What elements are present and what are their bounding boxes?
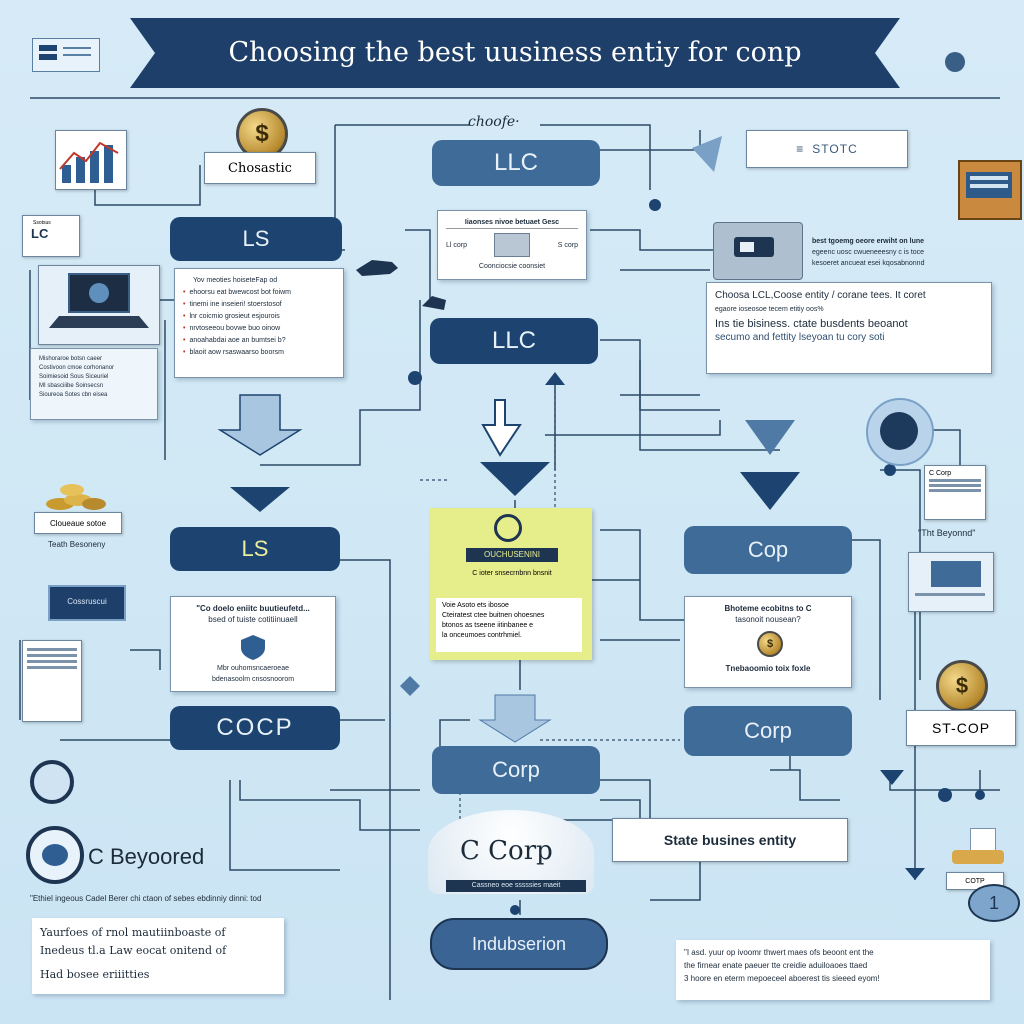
- yellow-highlight-card: OUCHUSENINI C ioter snsecrnbnn bnsnit Vo…: [430, 508, 592, 660]
- page-title: Choosing the best uusiness entiy for con…: [228, 36, 802, 68]
- laptop-icon: [38, 265, 160, 345]
- dollar-coin-icon-right: $: [936, 660, 988, 712]
- bottom-right-card: "I asd. yuur op ivoomr thwert maes ofs b…: [676, 940, 990, 1000]
- bottom-quote: "Ethiel ingeous Cadel Berer chi ctaon of…: [30, 894, 262, 903]
- document-icon-right: [952, 828, 1008, 874]
- bottom-left-card: Yaurfoes of rnol mautiinboaste of Inedeu…: [32, 918, 284, 994]
- cop-card: Bhoteme ecobitns to C tasonoit nousean? …: [684, 596, 852, 688]
- right-top-card: best tgoemg oeore erwiht on lune egeenc …: [812, 238, 925, 267]
- left-text-card: Mishoraroe botsn caeer Costivoon cmoe co…: [30, 348, 158, 420]
- gavel-icon-2: [422, 296, 446, 310]
- arrow-bubble-icon: [692, 136, 722, 172]
- title-banner: [130, 18, 900, 88]
- choose-label: choofe·: [468, 114, 520, 130]
- corp-node-left[interactable]: COCP: [170, 706, 340, 750]
- caption-chip-2: Teath Besoneny: [48, 540, 106, 549]
- corp-node-right[interactable]: Corp: [684, 706, 852, 756]
- note-card-left: [22, 640, 82, 722]
- shield-icon: [241, 635, 265, 660]
- beyoored-icon: [26, 826, 84, 884]
- monitor-icon: Cossruscui: [48, 585, 126, 621]
- state-business-label: State busines entity: [612, 818, 848, 862]
- network-icon: [866, 398, 934, 466]
- printer-icon: [713, 222, 803, 280]
- stcop-label: ST-COP: [906, 710, 1016, 746]
- corp-node-center[interactable]: Corp: [432, 746, 600, 794]
- cop-node-right[interactable]: Cop: [684, 526, 852, 574]
- gold-coins-icon: [46, 484, 106, 510]
- c-corp-caption: Cassneo eoe sssssies maeit: [446, 880, 586, 892]
- stotc-label: ≡STOTC: [746, 130, 908, 168]
- lc-tag: Ssotsus LC: [22, 215, 80, 257]
- caption-chip: Cloueaue sotoe: [34, 512, 122, 534]
- ls-mid-card: "Co doelo eniitc buutieufetd... bsed of …: [170, 596, 336, 692]
- document-icon: [32, 38, 100, 72]
- bottom-pill-node[interactable]: Indubserion: [430, 918, 608, 970]
- llc-node-mid[interactable]: LLC: [430, 318, 598, 364]
- llc-node-top[interactable]: LLC: [432, 140, 600, 186]
- dollar-coin-icon: $: [236, 108, 288, 160]
- bar-chart-icon: [55, 130, 127, 190]
- gavel-icon: [356, 260, 398, 276]
- circle-icon-left: [30, 760, 74, 804]
- ls-node-top[interactable]: LS: [170, 217, 342, 261]
- beyoored-label: C Beyoored: [88, 844, 205, 869]
- screen-icon: [908, 552, 994, 612]
- building-icon: [958, 160, 1022, 220]
- right-main-card: Choosa LCL,Coose entity / corane tees. I…: [706, 282, 992, 374]
- chosastic-label: Chosastic: [204, 152, 316, 184]
- llc-compare-card: Iiaonses nivoe betuaet Gesc Ll corp S co…: [437, 210, 587, 280]
- beyond-caption: "Tht Beyonnd": [918, 528, 976, 538]
- ls-list-card: Yov meoties hoiseteFap od •ehoorsu eat b…: [174, 268, 344, 378]
- beyond-doc: C Corp: [924, 465, 986, 520]
- info-badge: 1: [968, 884, 1020, 922]
- ls-node-mid[interactable]: LS: [170, 527, 340, 571]
